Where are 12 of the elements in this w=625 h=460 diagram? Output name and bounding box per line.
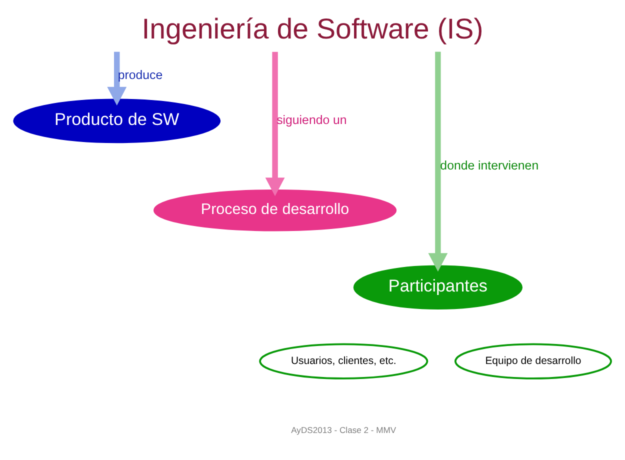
- node-ellipse: Producto de SW: [13, 98, 221, 144]
- node-ellipse: Participantes: [353, 265, 523, 310]
- arrow: [107, 52, 127, 106]
- edge-label: produce: [118, 68, 163, 82]
- node-ellipse: Equipo de desarrollo: [454, 343, 612, 380]
- node-ellipse: Usuarios, clientes, etc.: [259, 343, 428, 380]
- arrow: [428, 52, 448, 272]
- node-ellipse: Proceso de desarrollo: [154, 189, 397, 232]
- diagram-title: Ingeniería de Software (IS): [142, 14, 484, 46]
- label: AyDS2013 - Clase 2 - MMV: [291, 424, 396, 435]
- edge-label: donde intervienen: [440, 158, 539, 173]
- arrow: [265, 52, 285, 196]
